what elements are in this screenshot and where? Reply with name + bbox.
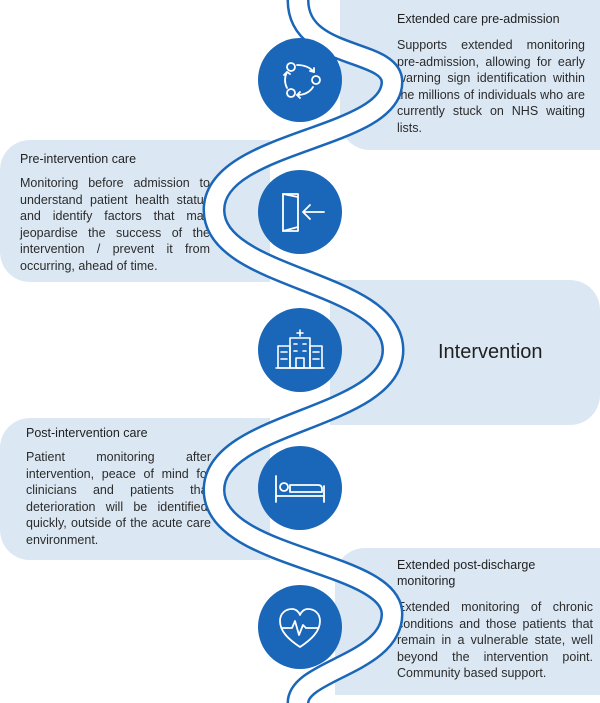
- card-body: Monitoring before admission to understan…: [20, 176, 210, 273]
- intervention-label: Intervention: [438, 341, 543, 363]
- card-body: Extended monitoring of chronic condition…: [397, 600, 593, 680]
- card-title: Post-intervention care: [26, 426, 148, 440]
- card-post-discharge: Extended post-discharge monitoring Exten…: [335, 548, 600, 695]
- hospital-bed-icon: [258, 446, 342, 530]
- card-pre-admission: Extended care pre-admission Supports ext…: [340, 0, 600, 150]
- card-pre-intervention: Pre-intervention care Monitoring before …: [0, 140, 270, 282]
- cycle-arrows-icon: [258, 38, 342, 122]
- card-body: Supports extended monitoring pre-admissi…: [397, 38, 585, 135]
- card-title: Pre-intervention care: [20, 152, 137, 166]
- card-body: Patient monitoring after intervention, p…: [26, 450, 211, 547]
- door-enter-icon: [258, 170, 342, 254]
- hospital-icon: [258, 308, 342, 392]
- card-title: Extended post-discharge monitoring: [397, 558, 536, 588]
- heart-pulse-icon: [258, 585, 342, 669]
- card-title: Extended care pre-admission: [397, 12, 560, 26]
